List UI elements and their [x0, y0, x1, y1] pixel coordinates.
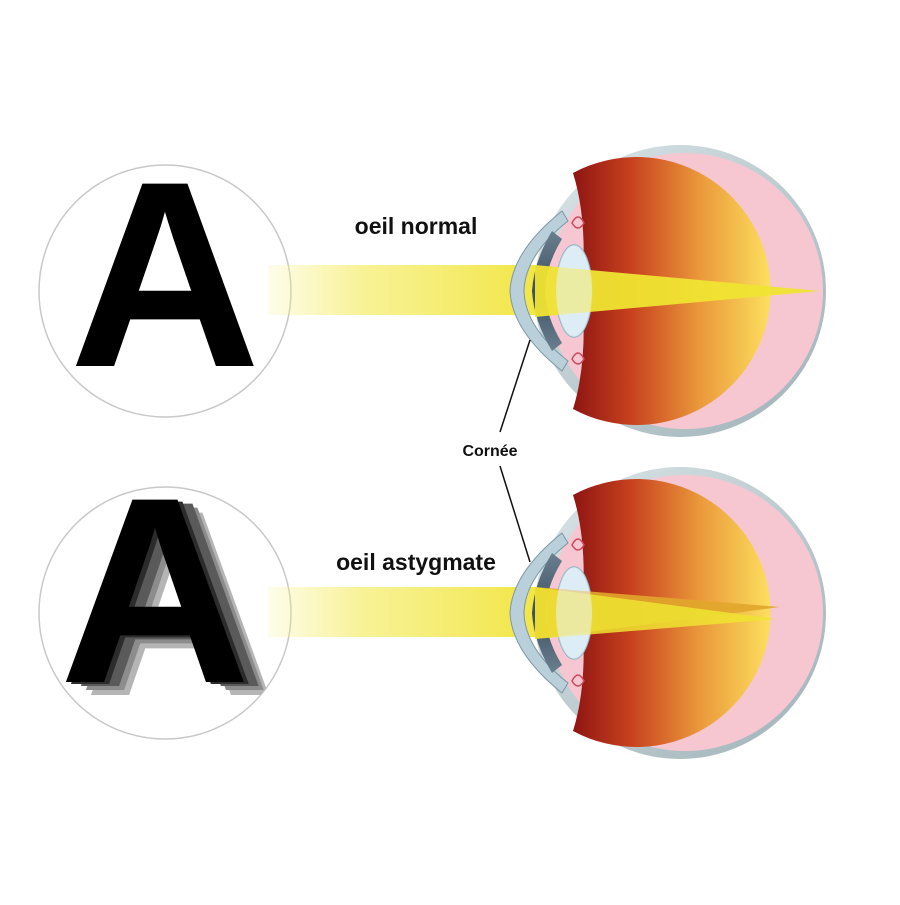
- light-beam-astigmatic: [268, 587, 538, 637]
- normal-vision-circle: A: [38, 127, 292, 423]
- label-cornea: Cornée: [462, 443, 517, 460]
- astigmatic-eye-panel: A A A A A oeil astygmate: [38, 443, 827, 760]
- light-beam-normal: [268, 265, 538, 315]
- cornea-pointer-bottom: [499, 465, 531, 563]
- cornea-pointer-top: [499, 339, 531, 433]
- normal-eye-panel: A oeil normal: [38, 127, 827, 438]
- blurred-vision-circle: A A A A A: [38, 443, 292, 752]
- svg-text:A: A: [64, 445, 255, 741]
- focused-light-cone: [535, 265, 820, 317]
- split-light-cone-2: [535, 587, 776, 639]
- label-normal-eye: oeil normal: [355, 213, 478, 239]
- svg-text:A: A: [74, 447, 265, 743]
- letter-a-sharp: A: [69, 127, 260, 423]
- cornea-callout: Cornée: [462, 339, 531, 563]
- normal-eye: [509, 144, 827, 438]
- letter-a-ghosted: A A A A A: [59, 443, 275, 752]
- svg-text:A: A: [84, 456, 275, 752]
- svg-text:A: A: [59, 443, 250, 739]
- label-astigmatic-eye: oeil astygmate: [336, 549, 496, 575]
- astigmatic-eye: [509, 466, 827, 760]
- svg-text:A: A: [79, 451, 270, 747]
